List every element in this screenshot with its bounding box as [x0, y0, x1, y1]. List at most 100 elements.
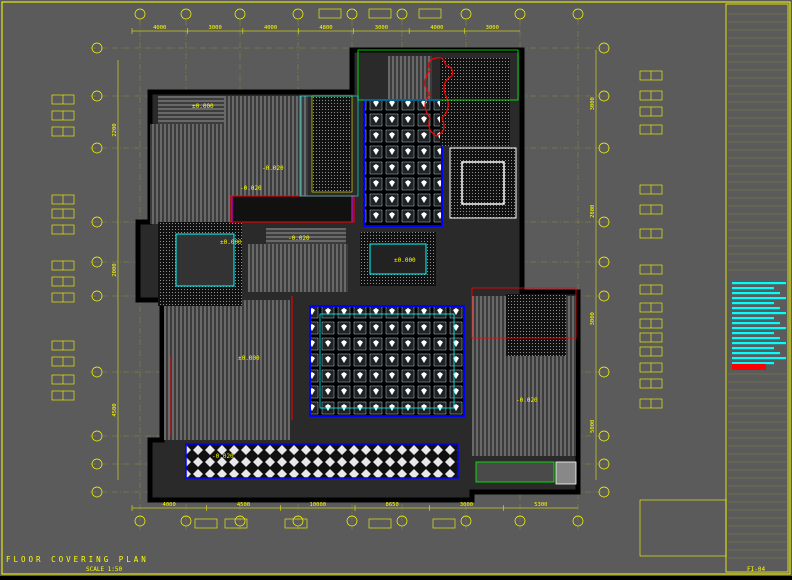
grid-bubble — [598, 256, 610, 268]
grid-bubble — [572, 8, 584, 20]
tile-area — [309, 305, 465, 417]
section-tag — [318, 8, 342, 19]
kitchen-block — [449, 147, 517, 219]
room-floor — [266, 228, 346, 244]
grid-bubble — [91, 366, 103, 378]
grid-bubble — [598, 142, 610, 154]
grid-bubble — [91, 430, 103, 442]
room-floor — [158, 96, 224, 124]
dimension-labels: 4000 3000 4000 4800 3000 4000 3000 4000 4500 1000… — [112, 25, 597, 511]
grid-bubble — [234, 515, 246, 527]
dimension-left: 2000 — [112, 263, 118, 276]
elevation-mark: ±0.000 — [192, 103, 214, 110]
grid-bubble — [460, 515, 472, 527]
dimension-top: 4000 — [153, 25, 166, 31]
elevation-mark: -0.020 — [212, 453, 234, 460]
elevation-mark: -0.020 — [262, 165, 284, 172]
grid-bubble — [598, 42, 610, 54]
sheet-title: FLOOR COVERING PLAN — [6, 555, 149, 564]
dimension-right: 5000 — [590, 420, 596, 433]
dimension-bottom: 4500 — [237, 502, 250, 508]
dimension-top: 3000 — [486, 25, 499, 31]
section-tag — [368, 518, 392, 529]
title-block-content — [639, 13, 786, 559]
grid-bubble — [346, 515, 358, 527]
sheet-scale: SCALE 1:50 — [86, 566, 123, 573]
dimension-bottom: 10000 — [310, 502, 327, 508]
dimension-bottom: 8650 — [386, 502, 399, 508]
dimension-top: 3000 — [375, 25, 388, 31]
room-floor — [248, 244, 348, 292]
grid-bubble — [514, 515, 526, 527]
grid-bubble — [460, 8, 472, 20]
grid-bubble — [91, 458, 103, 470]
elevation-mark: -0.020 — [240, 185, 262, 192]
grid-bubble — [134, 8, 146, 20]
grid-bubble — [572, 515, 584, 527]
dimension-left: 2200 — [112, 123, 118, 136]
dimension-right: 2800 — [590, 205, 596, 218]
elevation-mark: ±0.000 — [238, 355, 260, 362]
grid-bubble — [91, 290, 103, 302]
section-tag — [418, 8, 442, 19]
dimension-right: 3000 — [590, 312, 596, 325]
room-floor — [388, 56, 432, 100]
bath-area — [311, 95, 353, 193]
corridor — [231, 195, 353, 223]
dimension-top: 4800 — [319, 25, 332, 31]
dimension-left: 4500 — [112, 403, 118, 416]
grid-bubble — [396, 8, 408, 20]
grid-bubble — [598, 458, 610, 470]
section-tag — [224, 518, 248, 529]
section-tag — [194, 518, 218, 529]
dimension-top: 4000 — [430, 25, 443, 31]
grid-bubble — [346, 8, 358, 20]
grid-bubble — [180, 515, 192, 527]
elevation-mark: -0.020 — [288, 235, 310, 242]
grid-bubble — [134, 515, 146, 527]
grid-bubble — [292, 8, 304, 20]
bath-area — [506, 294, 566, 356]
grid-bubble — [396, 515, 408, 527]
room-floor — [150, 124, 230, 224]
grid-bubble — [514, 8, 526, 20]
balcony — [440, 58, 510, 146]
elevation-labels: ±0.000 -0.020 -0.020 ±0.000 -0.020 ±0.000 ±0.0… — [192, 103, 538, 460]
section-tag — [368, 8, 392, 19]
building-plan — [135, 47, 581, 503]
grid-bubble — [598, 290, 610, 302]
grid-bubbles — [51, 8, 663, 529]
dimension-bottom: 3000 — [460, 502, 473, 508]
grid-bubble — [91, 142, 103, 154]
sheet-number: FI-04 — [747, 566, 766, 573]
grid-bubble — [598, 366, 610, 378]
room-floor — [224, 96, 308, 196]
grid-bubble — [292, 515, 304, 527]
elevation-mark: ±0.000 — [394, 257, 416, 264]
elevation-mark: -0.020 — [516, 397, 538, 404]
grid-bubble — [598, 90, 610, 102]
room-floor — [164, 300, 290, 440]
grid-bubble — [598, 216, 610, 228]
grid-bubble — [91, 90, 103, 102]
grid-bubble — [598, 486, 610, 498]
dimension-bottom: 5300 — [534, 502, 547, 508]
section-tag — [284, 518, 308, 529]
elevation-mark: ±0.000 — [220, 239, 242, 246]
grid-bubble — [91, 42, 103, 54]
grid-bubble — [91, 216, 103, 228]
dimension-top: 3000 — [209, 25, 222, 31]
grid-bubble — [91, 486, 103, 498]
grid-bubble — [91, 256, 103, 268]
section-tag — [432, 518, 456, 529]
dimension-top: 4000 — [264, 25, 277, 31]
grid-bubble — [598, 430, 610, 442]
dimension-bottom: 4000 — [163, 502, 176, 508]
grid-bubble — [234, 8, 246, 20]
dimension-right: 3000 — [590, 97, 596, 110]
paving-strip — [185, 443, 459, 479]
grid-bubble — [180, 8, 192, 20]
